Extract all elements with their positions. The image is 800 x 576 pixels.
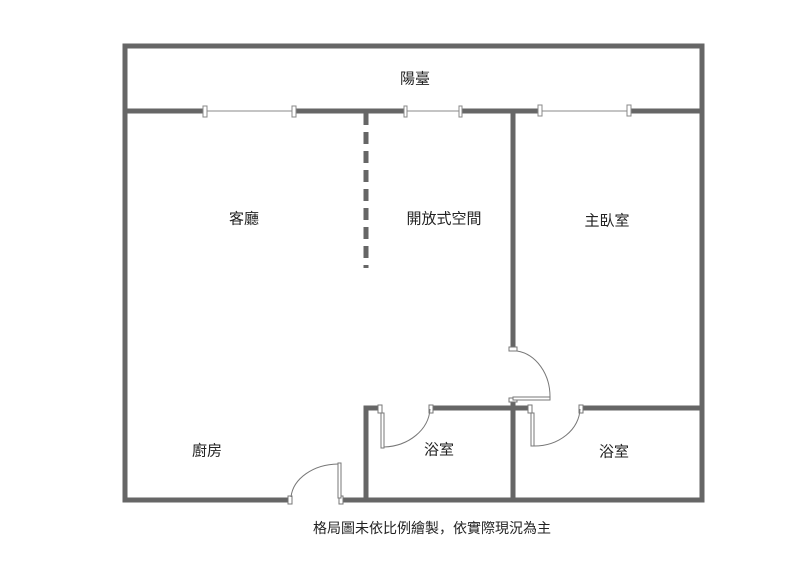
bathroom-1-door bbox=[377, 404, 434, 449]
bedroom-door bbox=[508, 346, 551, 403]
disclaimer-note: 格局圖未依比例繪製，依實際現況為主 bbox=[313, 521, 551, 537]
room-label-living-room: 客廳 bbox=[228, 209, 260, 228]
window-frame bbox=[403, 105, 408, 118]
room-label-balcony: 陽臺 bbox=[399, 69, 431, 88]
room-label-bathroom-1: 浴室 bbox=[423, 440, 455, 459]
room-label-master-bedroom: 主臥室 bbox=[584, 211, 630, 230]
window-frame bbox=[626, 104, 632, 117]
window-frame bbox=[458, 105, 463, 118]
entry-door bbox=[287, 462, 344, 505]
doors bbox=[287, 346, 584, 505]
window-frame bbox=[537, 104, 543, 117]
room-label-open-space: 開放式空間 bbox=[406, 209, 482, 228]
bathroom-2-door bbox=[527, 404, 584, 447]
walls bbox=[122, 43, 705, 503]
window-frame bbox=[291, 105, 297, 118]
window-frame bbox=[202, 105, 208, 118]
room-label-bathroom-2: 浴室 bbox=[598, 442, 630, 461]
room-label-kitchen: 廚房 bbox=[191, 441, 223, 460]
windows bbox=[202, 104, 632, 118]
